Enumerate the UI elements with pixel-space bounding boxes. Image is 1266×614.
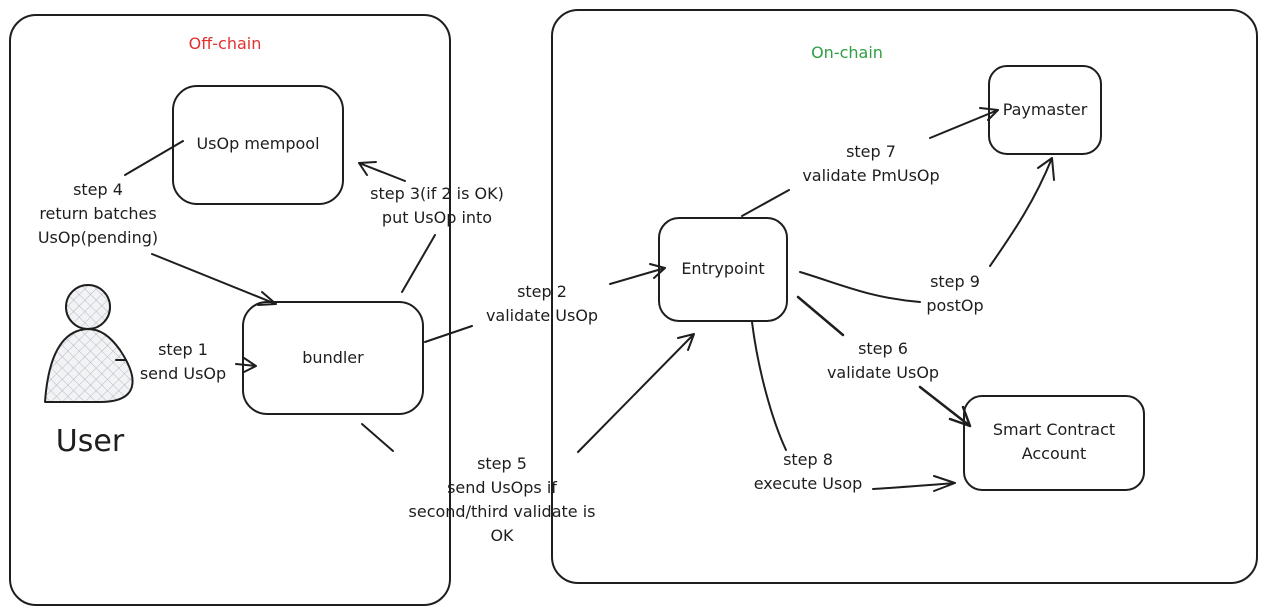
step9-title: step 9 [930,272,980,291]
step6-title: step 6 [858,339,908,358]
step8-title: step 8 [783,450,833,469]
step6-desc: validate UsOp [826,363,940,382]
arrow-step3 [358,161,436,293]
step4-desc: return batches UsOp(pending) [37,204,159,247]
step5-desc: send UsOps if second/third validate is O… [408,478,596,545]
step7-title: step 7 [846,142,896,161]
arrow-step5 [361,333,695,453]
arrow-step4 [124,140,277,306]
mempool-label: UsOp mempool [196,134,320,153]
step1-title: step 1 [158,340,208,359]
arrow-step9 [799,157,1055,303]
onchain-title: On-chain [811,43,883,62]
arrow-step2 [424,263,666,343]
sca-label-1: Smart Contract [992,420,1116,439]
arrow-step6 [796,295,972,428]
bundler-label: bundler [302,348,364,367]
step2-title: step 2 [517,282,567,301]
user-icon [44,284,134,403]
arrow-step1 [115,357,257,373]
sca-label-2: Account [1021,444,1087,463]
sca-box[interactable] [963,395,1145,491]
step3-title: step 3(if 2 is OK) [370,184,504,203]
step8-desc: execute Usop [753,474,863,493]
arrow-step8 [751,321,956,492]
entrypoint-label: Entrypoint [681,259,765,278]
step9-desc: postOp [926,296,984,315]
mempool-box[interactable] [172,85,344,205]
paymaster-label: Paymaster [1002,100,1088,119]
offchain-region [9,14,451,606]
user-label: User [55,424,125,459]
step2-desc: validate UsOp [485,306,599,325]
step4-title: step 4 [73,180,123,199]
onchain-region [551,9,1258,584]
arrow-step7 [741,107,999,217]
step7-desc: validate PmUsOp [802,166,940,185]
step1-desc: send UsOp [139,364,227,383]
step5-title: step 5 [477,454,527,473]
step3-desc: put UsOp into [381,208,493,227]
offchain-title: Off-chain [188,34,262,53]
